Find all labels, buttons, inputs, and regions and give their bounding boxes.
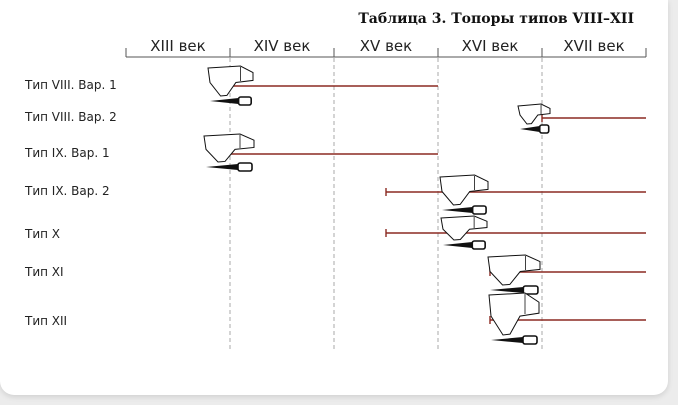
axe-profile bbox=[490, 287, 524, 293]
axe-blade bbox=[203, 133, 255, 163]
table-card: Таблица 3. Топоры типов VIII–XII XIII ве… bbox=[0, 0, 668, 395]
axe-profile bbox=[206, 164, 238, 170]
axe-profile bbox=[442, 207, 473, 213]
century-axis bbox=[125, 48, 647, 58]
row-label-xii: Тип XII bbox=[25, 314, 68, 328]
century-label-xv: XV век bbox=[359, 37, 413, 55]
axe-socket bbox=[538, 124, 550, 134]
axe-blade bbox=[440, 215, 488, 241]
axe-blade bbox=[207, 65, 254, 97]
timeline-chart bbox=[125, 48, 647, 352]
row-label-ix-2: Тип IX. Вар. 2 bbox=[25, 184, 110, 198]
axe-blade bbox=[517, 103, 551, 125]
axe-profile bbox=[210, 98, 239, 104]
axe-socket bbox=[237, 162, 253, 172]
axe-profile bbox=[491, 337, 523, 343]
row-label-xi: Тип XI bbox=[25, 265, 64, 279]
axe-icon bbox=[488, 292, 540, 345]
axe-profile bbox=[443, 242, 473, 248]
axe-socket bbox=[471, 240, 486, 250]
axe-blade bbox=[488, 292, 540, 336]
axe-icon bbox=[207, 65, 254, 106]
axe-icon bbox=[440, 215, 488, 250]
axe-icon bbox=[517, 103, 551, 134]
axe-icons bbox=[203, 65, 551, 345]
century-label-xvi: XVI век bbox=[461, 37, 519, 55]
axe-profile bbox=[520, 126, 540, 132]
axe-blade bbox=[487, 254, 541, 286]
row-label-x: Тип X bbox=[25, 227, 61, 241]
row-label-ix-1: Тип IX. Вар. 1 bbox=[25, 146, 110, 160]
axe-socket bbox=[237, 96, 253, 106]
row-label-viii-2: Тип VIII. Вар. 2 bbox=[25, 110, 117, 124]
century-label-xvii: XVII век bbox=[563, 37, 625, 55]
axe-blade bbox=[439, 174, 489, 206]
axe-socket bbox=[471, 205, 487, 215]
axe-socket bbox=[522, 335, 538, 345]
century-label-xiv: XIV век bbox=[253, 37, 311, 55]
century-label-xiii: XIII век bbox=[150, 37, 206, 55]
axe-icon bbox=[203, 133, 255, 172]
axe-icon bbox=[439, 174, 489, 215]
row-label-viii-1: Тип VIII. Вар. 1 bbox=[25, 78, 117, 92]
axe-socket bbox=[522, 285, 539, 295]
axe-icon bbox=[487, 254, 541, 295]
table-title: Таблица 3. Топоры типов VIII–XII bbox=[358, 11, 634, 27]
